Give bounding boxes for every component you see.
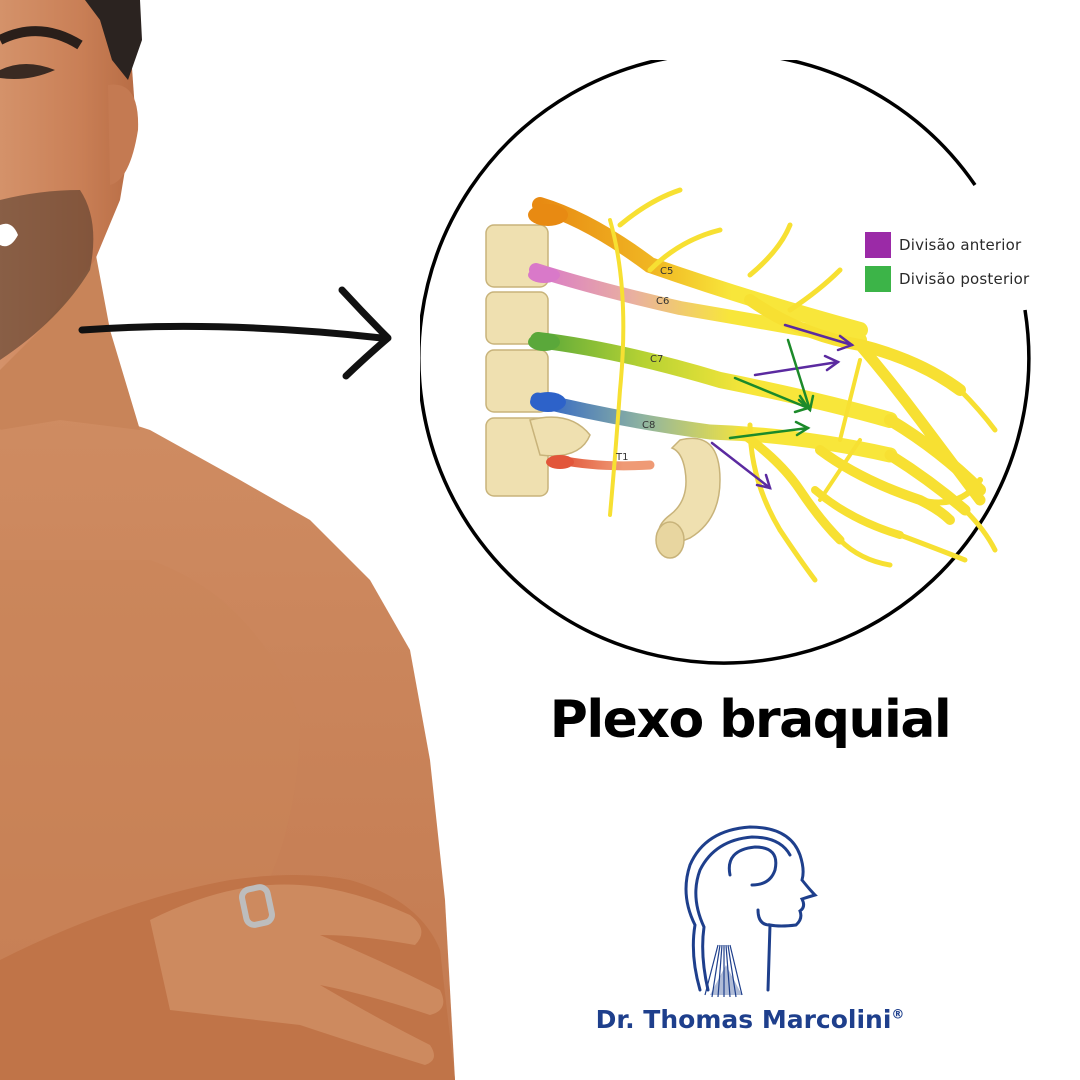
legend-item-anterior: Divisão anterior (865, 228, 1029, 262)
page-title: Plexo braquial (549, 690, 952, 750)
registered-mark: ® (891, 1007, 905, 1023)
root-label-c8: C8 (642, 420, 655, 431)
root-label-c5: C5 (660, 266, 673, 277)
pointer-arrow (78, 286, 392, 380)
root-label-c7: C7 (650, 354, 663, 365)
legend-item-posterior: Divisão posterior (865, 262, 1029, 296)
legend: Divisão anterior Divisão posterior (865, 228, 1029, 296)
brand-name-text: Dr. Thomas Marcolini (595, 1005, 892, 1034)
root-label-t1: T1 (615, 452, 628, 463)
legend-label-posterior: Divisão posterior (899, 270, 1030, 288)
brachial-plexus-diagram: C5 C6 C7 C8 T1 (420, 60, 1031, 665)
legend-swatch-anterior (865, 232, 891, 258)
legend-swatch-posterior (865, 266, 891, 292)
brand-name: Dr. Thomas Marcolini® (560, 1005, 940, 1034)
head-neck-logo (684, 825, 818, 998)
root-label-c6: C6 (656, 296, 669, 307)
legend-label-anterior: Divisão anterior (899, 236, 1022, 254)
man-photo (0, 0, 455, 1080)
